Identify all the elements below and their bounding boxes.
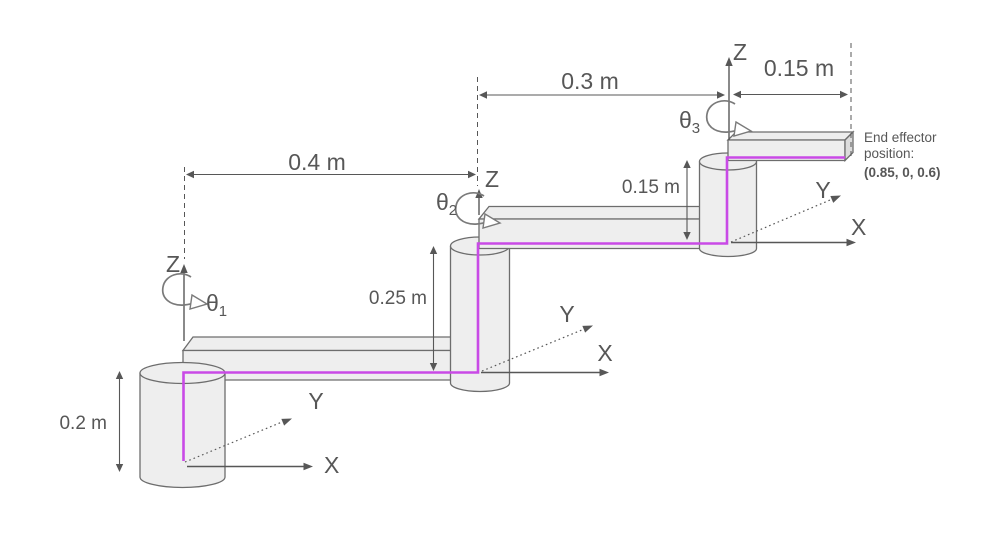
joint2-y-label: Y [559,301,574,327]
dimension-joint3-offset [683,160,691,240]
joint3-offset-label: 0.15 m [622,177,680,198]
link1-length-label: 0.4 m [288,149,346,175]
base-height-label: 0.2 m [59,413,107,434]
extension-lines [184,43,852,259]
dimension-joint2-offset [429,246,438,371]
end-effector-caption-line2: position: [864,146,914,161]
dimension-base-height [115,371,124,472]
base-x-label: X [324,452,339,478]
dimension-link3 [733,90,848,99]
link2-length-label: 0.3 m [561,68,619,94]
joint2-z-label: Z [485,166,499,192]
joint2-angle-label: θ2 [436,189,457,219]
end-effector-position-value: (0.85, 0, 0.6) [864,165,941,180]
joint2-offset-label: 0.25 m [369,288,427,309]
labels: 0.4 m 0.3 m 0.15 m 0.25 m 0.15 m 0.2 m θ… [59,39,940,478]
base-y-label: Y [308,388,323,414]
base-z-label: Z [166,251,180,277]
dimension-link1 [186,170,476,179]
link1-top-face [181,336,479,352]
frame-joint3 [725,57,856,247]
joint3-z-label: Z [733,39,747,65]
end-effector-caption-line1: End effector [864,130,937,145]
link3-top-face [726,131,855,141]
kinematic-chain-trace [182,156,845,461]
frame-base [180,264,313,471]
joint2-cylinder-body [449,246,511,393]
link3-length-label: 0.15 m [764,55,834,81]
joint3-angle-label: θ3 [679,107,700,137]
joint3-x-label: X [851,214,866,240]
dimension-link2 [479,91,725,99]
joint3-y-label: Y [815,177,830,203]
joint1-angle-label: θ1 [206,290,227,320]
joint2-x-label: X [597,340,612,366]
